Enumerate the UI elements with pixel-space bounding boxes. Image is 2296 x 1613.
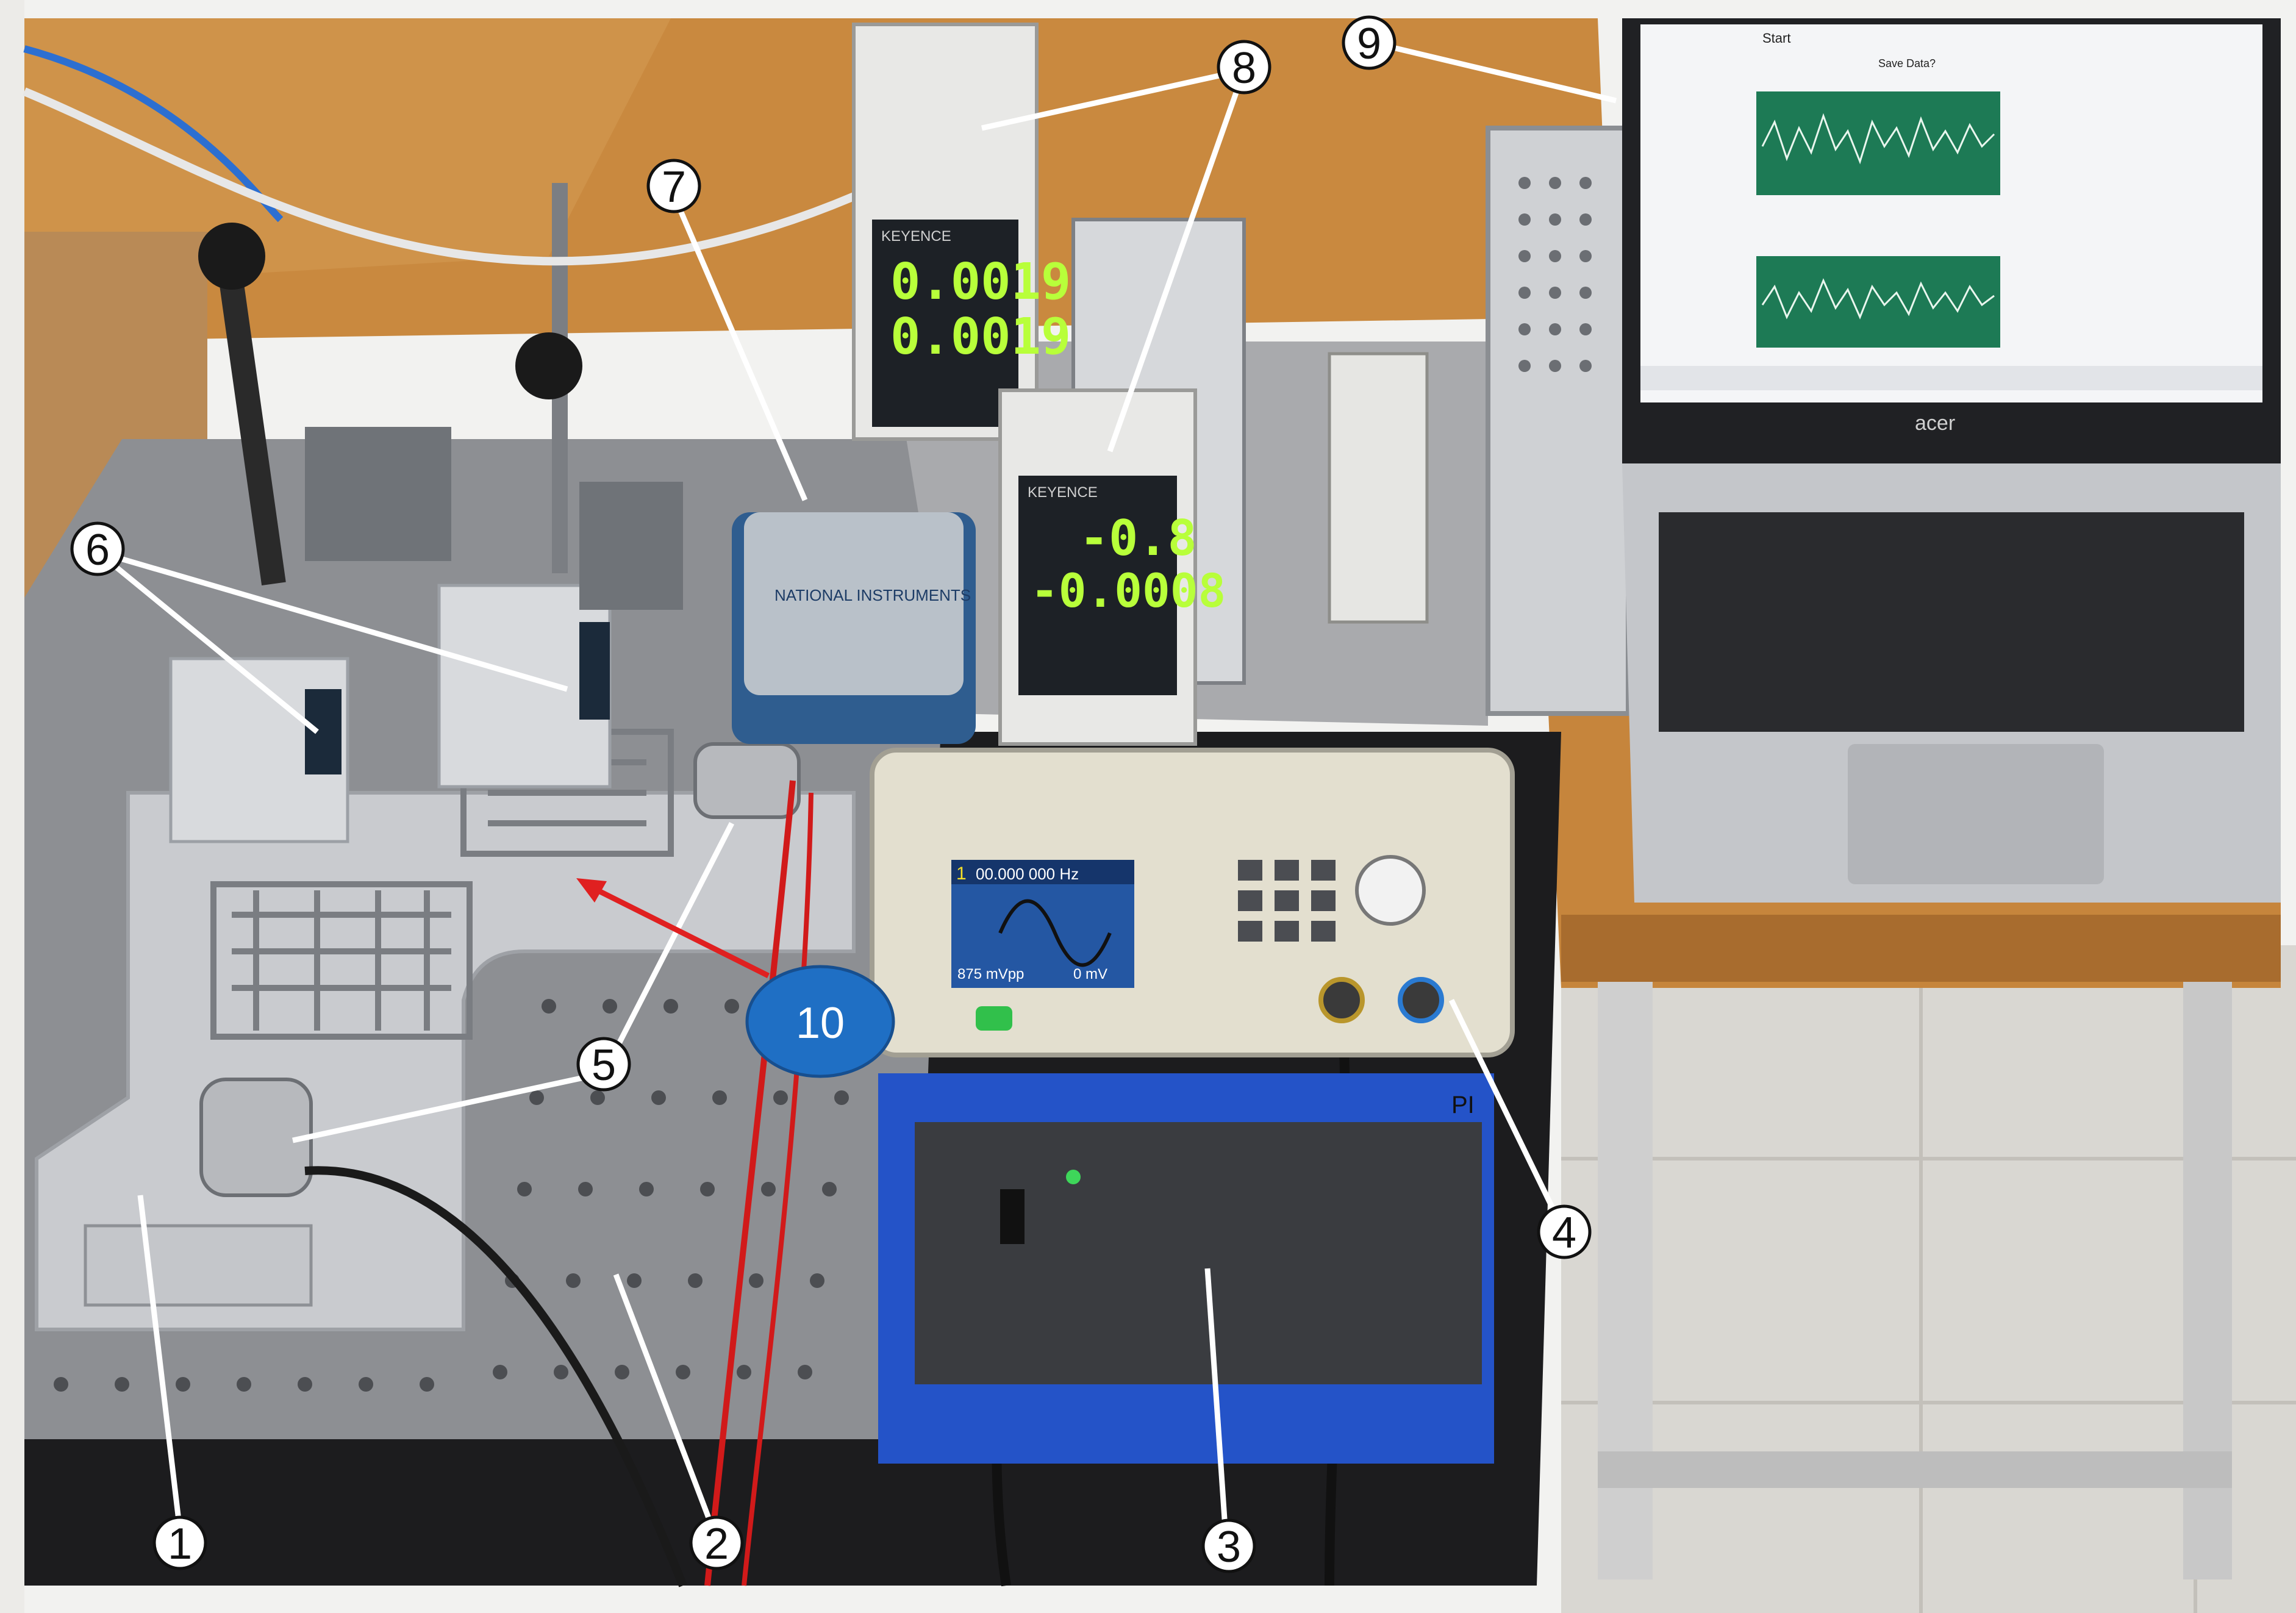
wooden-desk-shade xyxy=(24,18,671,287)
daq-brand: NATIONAL INSTRUMENTS xyxy=(774,586,971,604)
cable-white xyxy=(23,87,886,266)
screen-plot-2 xyxy=(1756,256,2000,348)
callout-4: 4 xyxy=(1537,1204,1592,1259)
screen-plot-1-trace xyxy=(1761,113,1995,165)
callout-7: 7 xyxy=(646,159,701,213)
side-table-leg xyxy=(1598,982,1653,1579)
keyence-amplifier-bottom: KEYENCE -0.8 -0.0008 xyxy=(998,388,1226,746)
callout-arrows xyxy=(96,40,1617,1537)
laptop-touchpad xyxy=(1848,744,2104,884)
generator-amplitude: 875 mVpp xyxy=(957,966,1024,982)
keyence-amplifier-top: KEYENCE 0.0019 0.0019 xyxy=(852,23,1071,441)
callout-1: 1 xyxy=(152,1515,207,1570)
piezo-actuator-left xyxy=(305,689,342,774)
svg-text:3: 3 xyxy=(1217,1523,1241,1572)
generator-knob xyxy=(1355,855,1426,926)
screen-plot-1 xyxy=(1756,91,2000,195)
cable-red-2 xyxy=(742,792,814,1586)
magnetic-base-left xyxy=(305,427,451,561)
meter-top-readout-1: 0.0019 xyxy=(890,253,1071,311)
svg-text:8: 8 xyxy=(1232,44,1256,93)
svg-text:9: 9 xyxy=(1357,20,1381,68)
laptop-keyboard xyxy=(1659,512,2244,732)
callout-10-arrow xyxy=(584,881,770,979)
rack-led xyxy=(1066,1170,1081,1184)
svg-text:5: 5 xyxy=(592,1041,616,1090)
sensor-probe-top xyxy=(693,742,801,819)
din-module xyxy=(1328,352,1429,624)
screen-start-label: Start xyxy=(1762,30,1790,46)
svg-text:4: 4 xyxy=(1552,1209,1576,1257)
wall-left xyxy=(0,0,24,1613)
ni-daq-device: NATIONAL INSTRUMENTS xyxy=(732,512,976,744)
callout-3: 3 xyxy=(1201,1518,1256,1573)
meter-bottom-brand: KEYENCE xyxy=(1028,484,1098,501)
meter-top-brand: KEYENCE xyxy=(881,228,951,245)
floor xyxy=(1561,945,2296,1613)
flexure-mechanism xyxy=(210,729,674,1040)
stand-arm xyxy=(214,243,286,586)
side-table-bar xyxy=(1598,1451,2232,1488)
breadboard-holes xyxy=(54,999,861,1392)
svg-text:10: 10 xyxy=(796,999,845,1048)
piezo-actuator-right xyxy=(579,622,610,720)
pi-amplifier-rack: PI xyxy=(878,1073,1494,1464)
bnc-output-2 xyxy=(1398,977,1444,1023)
svg-text:7: 7 xyxy=(662,163,686,212)
callout-5: 5 xyxy=(576,1037,631,1092)
cable-red xyxy=(704,780,796,1586)
laptop-taskbar xyxy=(1640,366,2262,390)
meter-bottom-readout-1: -0.8 xyxy=(1079,510,1197,567)
cable-black xyxy=(304,1166,687,1587)
magnetic-base-right xyxy=(579,482,683,610)
svg-text:1: 1 xyxy=(168,1520,192,1568)
meter-top-readout-2: 0.0019 xyxy=(890,308,1071,366)
callout-2: 2 xyxy=(689,1515,744,1570)
generator-power-button xyxy=(976,1006,1012,1031)
side-table-leg-2 xyxy=(2183,982,2232,1579)
callout-10-arrowhead xyxy=(576,878,607,903)
meter-bottom-readout-2: -0.0008 xyxy=(1031,563,1226,618)
rack-connector xyxy=(1000,1189,1025,1244)
generator-sine-wave xyxy=(998,899,1112,967)
generator-channel: 1 xyxy=(956,864,967,884)
callout-9: 9 xyxy=(1342,15,1397,70)
callout-8: 8 xyxy=(1217,40,1271,95)
power-supply xyxy=(1486,126,1631,716)
bnc-output-1 xyxy=(1318,977,1365,1023)
generator-keypad xyxy=(1238,860,1336,942)
svg-text:6: 6 xyxy=(85,526,110,574)
function-generator: 1 00.000 000 Hz 875 mVpp 0 mV xyxy=(870,748,1515,1057)
svg-text:2: 2 xyxy=(704,1520,729,1568)
generator-frequency: 00.000 000 Hz xyxy=(976,865,1079,883)
generator-offset: 0 mV xyxy=(1073,966,1107,982)
rack-brand: PI xyxy=(1451,1092,1475,1118)
clamp-knob xyxy=(198,223,265,290)
sensor-mount xyxy=(84,1224,313,1307)
clamp-knob-2 xyxy=(515,332,582,399)
callout-6: 6 xyxy=(70,521,125,576)
laptop-brand: acer xyxy=(1915,412,1955,435)
side-table-edge xyxy=(1561,915,2281,982)
power-supply-vents xyxy=(1518,177,1592,372)
laptop: Start Save Data? acer xyxy=(1622,18,2281,903)
callout-10: 10 xyxy=(745,965,895,1078)
screen-plot-2-trace xyxy=(1761,278,1995,320)
screen-save-label: Save Data? xyxy=(1878,57,1936,70)
